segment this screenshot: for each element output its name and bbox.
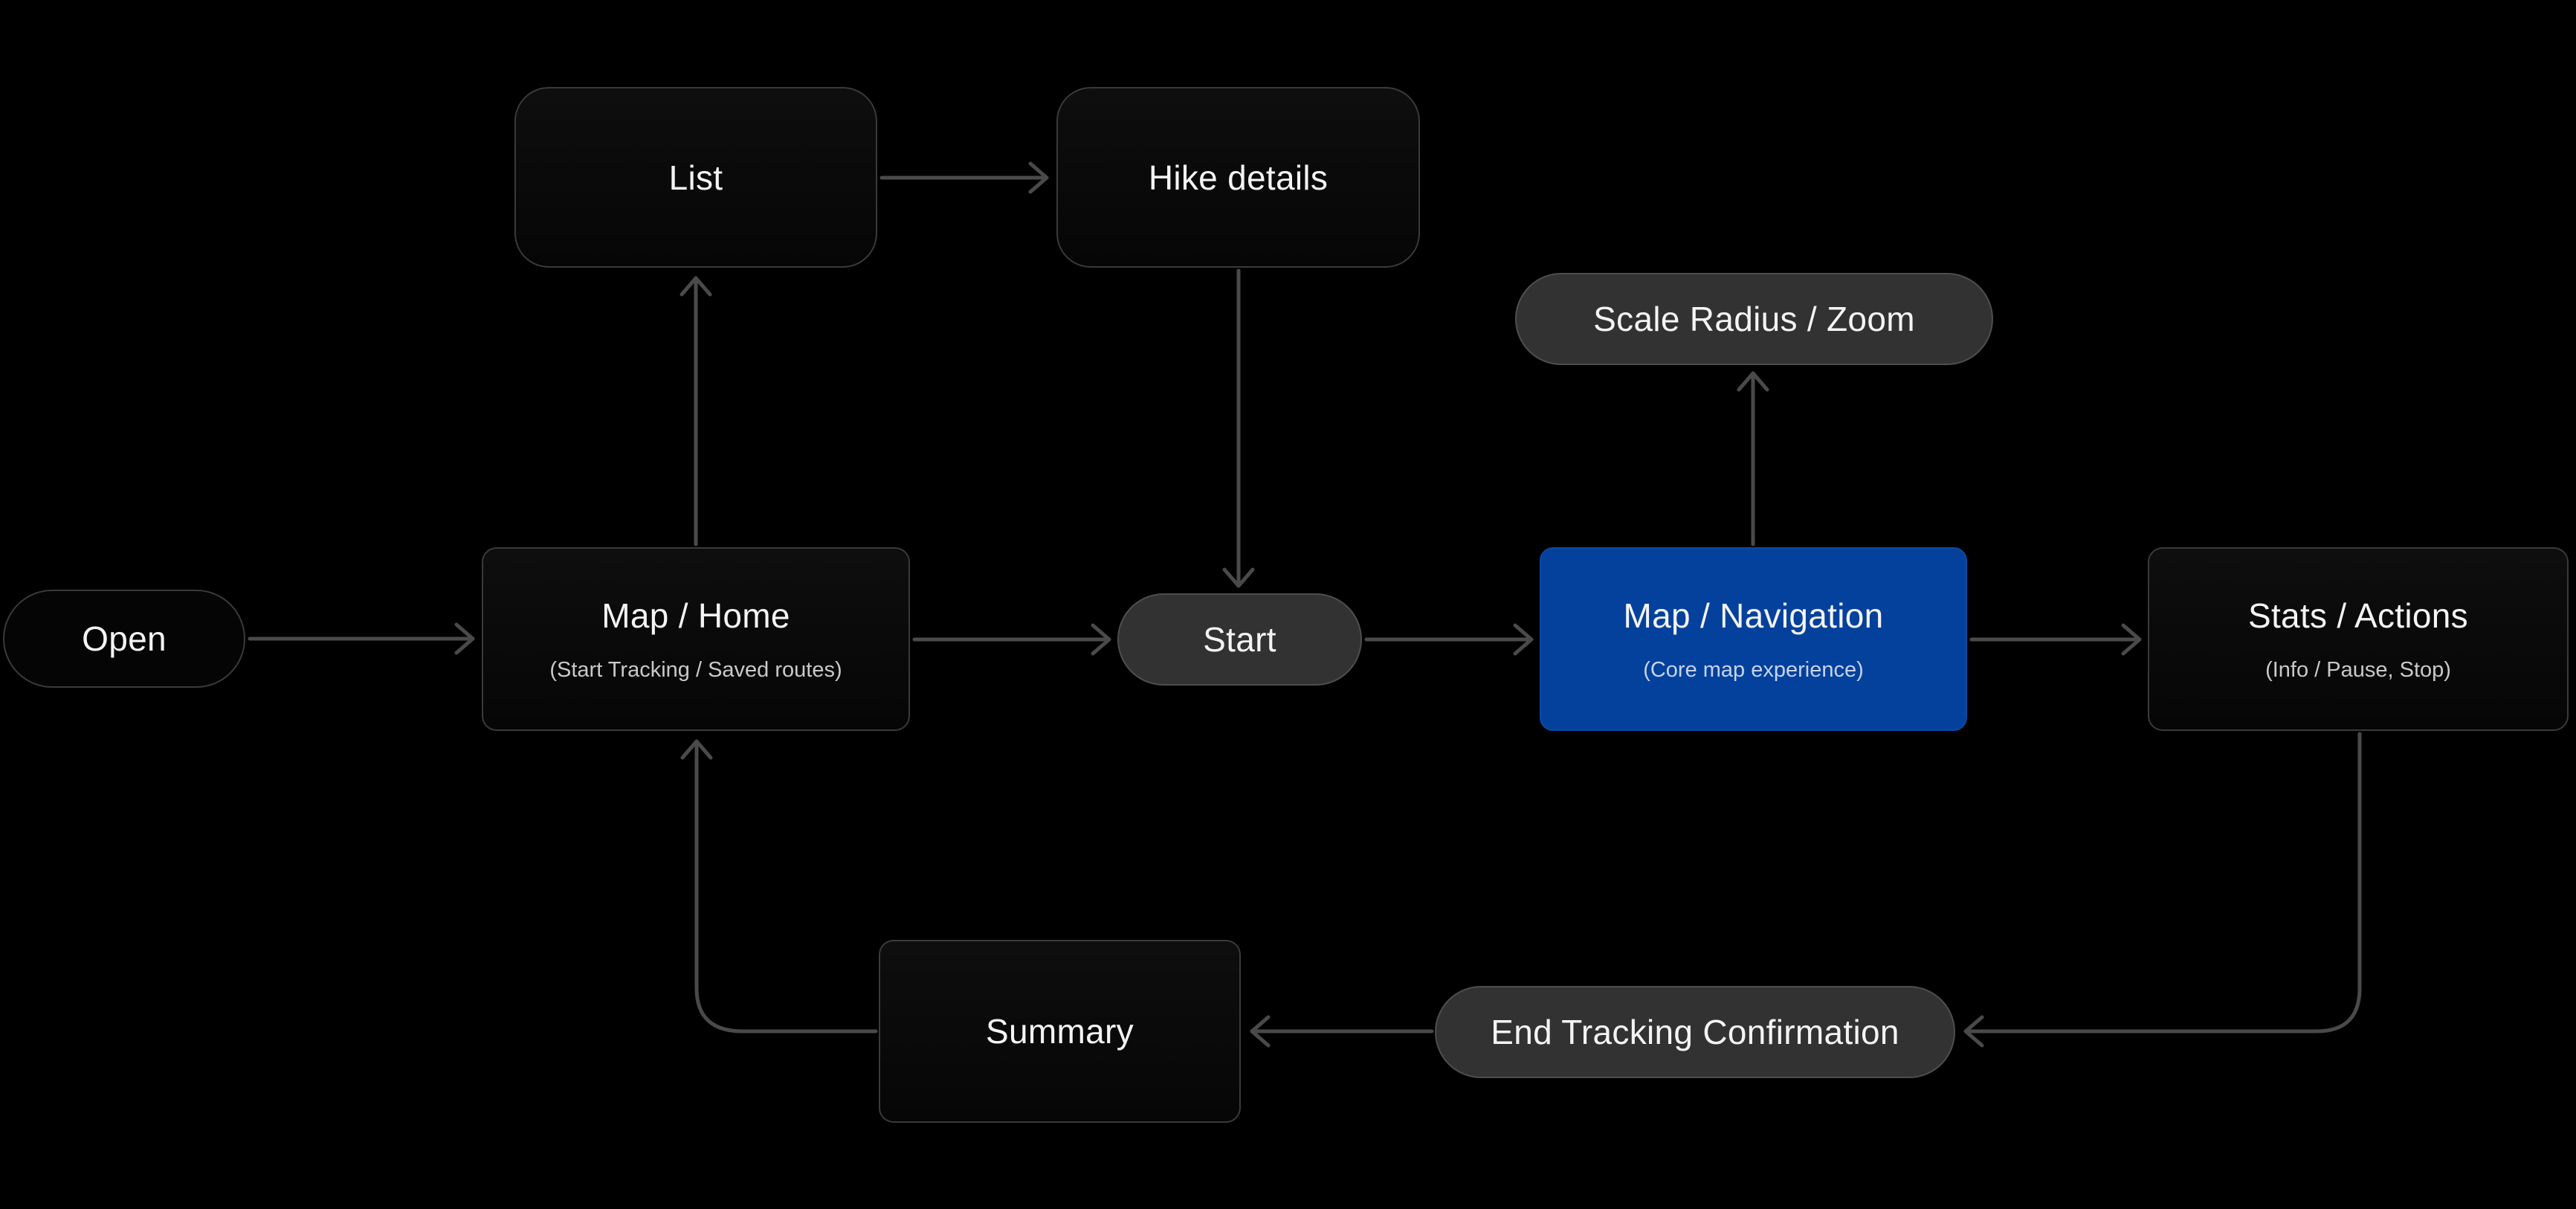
node-end-tracking-confirmation[interactable]: End Tracking Confirmation: [1435, 986, 1955, 1078]
node-open-label: Open: [82, 619, 167, 658]
node-scale-radius-zoom-label: Scale Radius / Zoom: [1593, 300, 1915, 338]
node-start[interactable]: Start: [1117, 593, 1362, 686]
edge-summary-to-map-home: [680, 739, 878, 1034]
node-end-tracking-confirmation-label: End Tracking Confirmation: [1491, 1013, 1899, 1051]
node-map-home-sublabel: (Start Tracking / Saved routes): [549, 658, 842, 682]
node-list-label: List: [668, 158, 723, 197]
node-list[interactable]: List: [514, 87, 877, 268]
node-stats-actions[interactable]: Stats / Actions (Info / Pause, Stop): [2148, 547, 2569, 731]
edge-stats-actions-to-end-tracking: [1963, 732, 2362, 1048]
node-stats-actions-sublabel: (Info / Pause, Stop): [2265, 658, 2451, 682]
node-open[interactable]: Open: [3, 590, 245, 688]
node-summary[interactable]: Summary: [879, 940, 1241, 1123]
node-hike-details[interactable]: Hike details: [1056, 87, 1420, 268]
node-hike-details-label: Hike details: [1148, 158, 1329, 197]
node-map-home-label: Map / Home: [601, 596, 790, 635]
node-map-navigation-label: Map / Navigation: [1623, 596, 1884, 635]
node-map-home[interactable]: Map / Home (Start Tracking / Saved route…: [482, 547, 910, 731]
node-map-navigation[interactable]: Map / Navigation (Core map experience): [1540, 547, 1967, 731]
node-start-label: Start: [1203, 620, 1276, 659]
node-stats-actions-label: Stats / Actions: [2248, 596, 2468, 635]
node-map-navigation-sublabel: (Core map experience): [1643, 658, 1864, 682]
node-scale-radius-zoom[interactable]: Scale Radius / Zoom: [1515, 273, 1993, 365]
node-summary-label: Summary: [986, 1012, 1134, 1051]
